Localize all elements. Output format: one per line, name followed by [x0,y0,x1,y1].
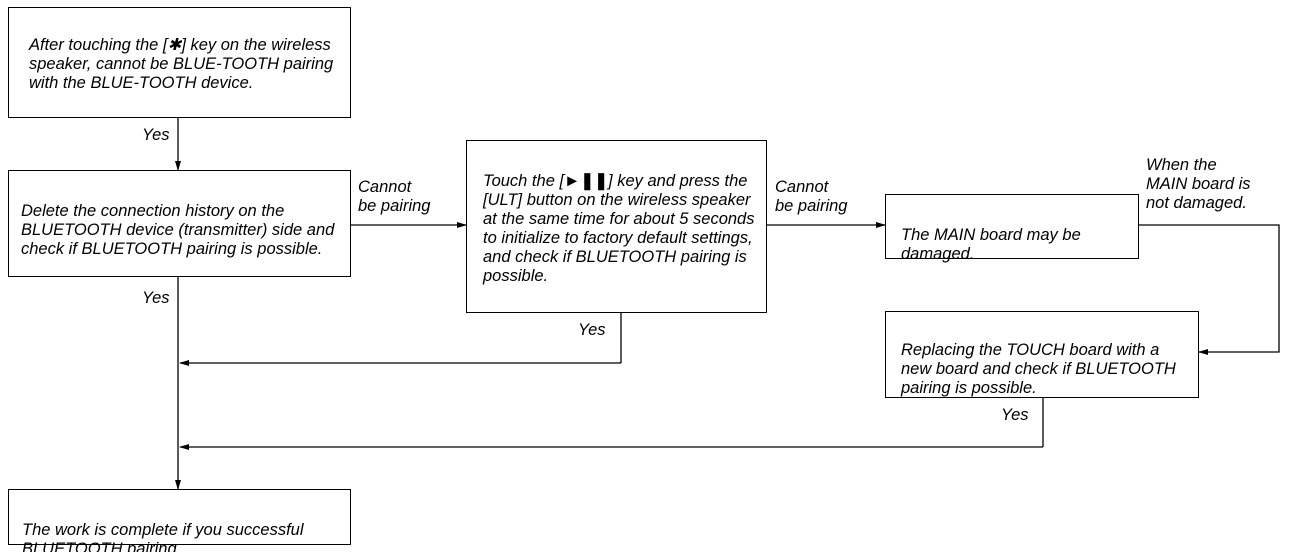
not-damaged-label: When the MAIN board is not damaged. [1146,156,1251,212]
cannot-pairing-label-2: Cannot be pairing [775,178,848,215]
cannot-pairing-label-1: Cannot be pairing [358,178,431,215]
complete-text: The work is complete if you successful B… [22,521,304,552]
touch-board-text: Replacing the TOUCH board with a new boa… [901,341,1176,397]
start-text: After touching the [✱] key on the wirele… [29,36,334,92]
start-box: After touching the [✱] key on the wirele… [8,7,351,118]
yes-label-start: Yes [142,126,170,144]
touch-board-box: Replacing the TOUCH board with a new boa… [885,311,1199,398]
main-board-box: The MAIN board may be damaged. [885,194,1139,263]
play-pause-key-icon: ►❚❚ [564,172,609,190]
arrow-main-to-touch [1138,224,1280,355]
yes-label-touch: Yes [1001,406,1029,424]
initialize-text-pre: Touch the [ [483,172,565,190]
initialize-text-post: ] key and press the [ULT] button on the … [483,172,755,285]
main-board-text: The MAIN board may be damaged. [901,226,1081,263]
yes-label-initialize: Yes [578,321,606,339]
delete-history-text: Delete the connection history on the BLU… [21,202,335,258]
delete-history-box: Delete the connection history on the BLU… [8,170,351,277]
complete-box: The work is complete if you successful B… [8,489,351,552]
initialize-box: Touch the [►❚❚] key and press the [ULT] … [466,140,767,313]
yes-label-delete: Yes [142,289,170,307]
